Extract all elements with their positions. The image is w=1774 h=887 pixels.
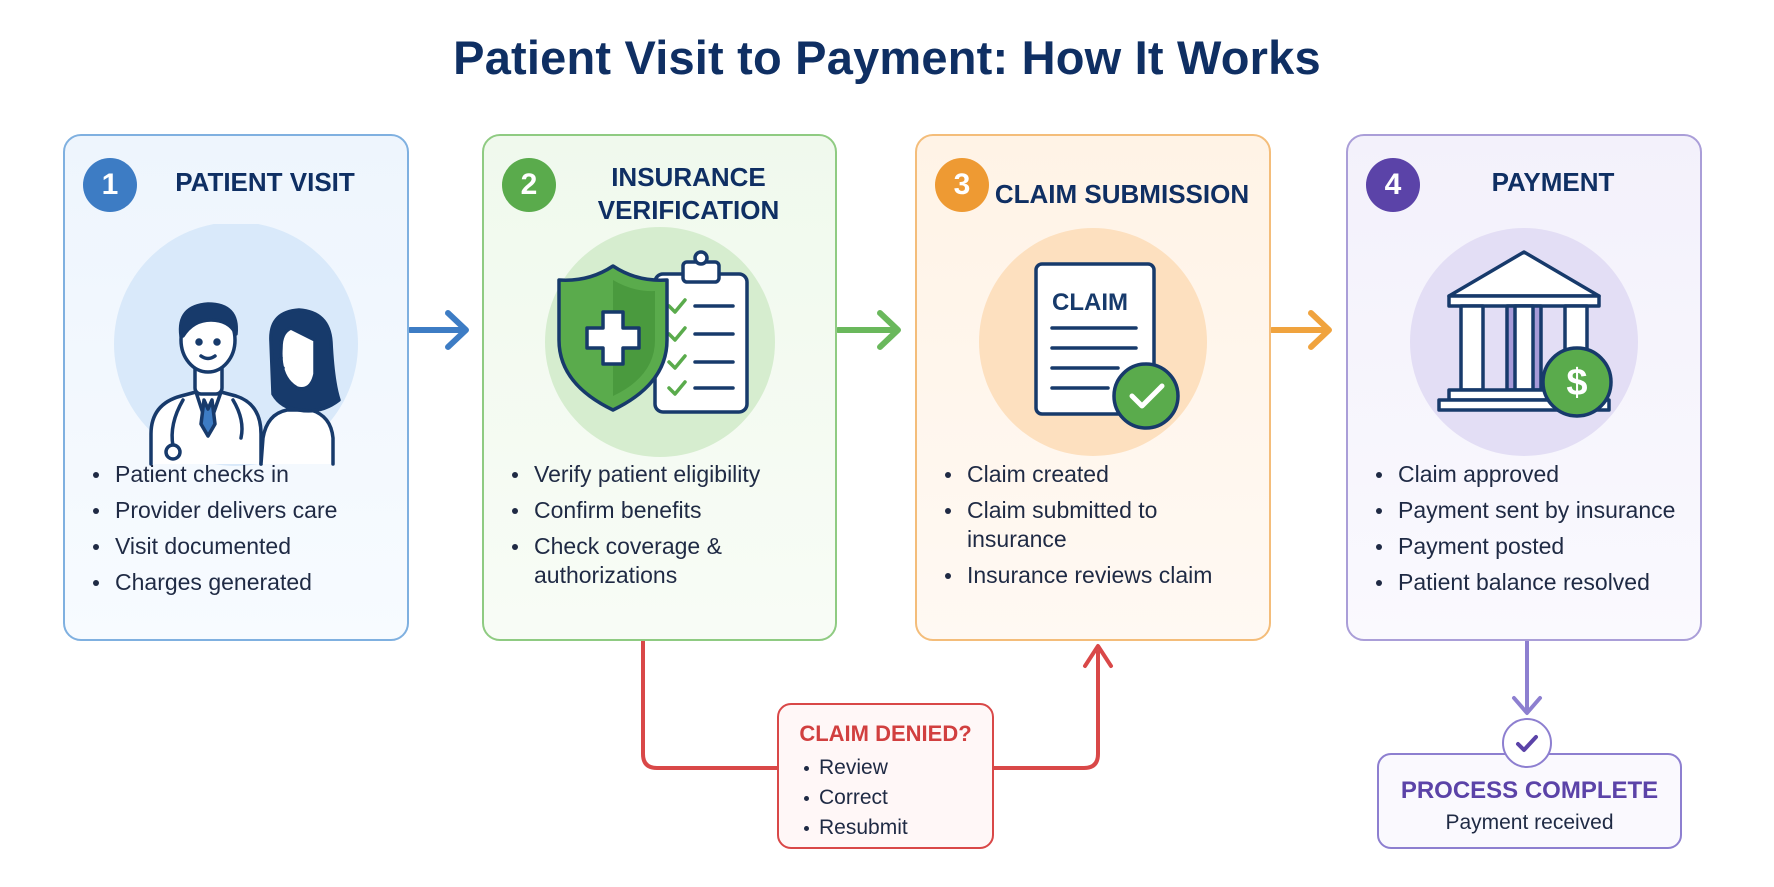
step-title: PATIENT VISIT (175, 166, 355, 197)
list-item: Provider delivers care (87, 496, 399, 525)
bank-dollar-icon: $ (1399, 224, 1649, 474)
list-item: Payment sent by insurance (1370, 496, 1692, 525)
step-number-badge: 1 (83, 158, 137, 212)
list-item: Insurance reviews claim (939, 561, 1261, 590)
process-complete-title: PROCESS COMPLETE (1400, 777, 1659, 804)
claim-document-label: CLAIM (1052, 289, 1128, 316)
svg-text:$: $ (1566, 362, 1587, 404)
page-title: Patient Visit to Payment: How It Works (453, 31, 1321, 84)
step-bullet-list: Claim created Claim submitted to insuran… (939, 460, 1261, 597)
claim-denied-title: CLAIM DENIED? (799, 721, 972, 746)
step-card-insurance-verification: 2 INSURANCE VERIFICATION (482, 134, 837, 641)
list-item: Patient balance resolved (1370, 568, 1692, 597)
step-bullet-list: Patient checks in Provider delivers care… (87, 460, 399, 604)
step-number-badge: 3 (935, 158, 989, 212)
list-item: Visit documented (87, 532, 399, 561)
list-item: Resubmit (801, 813, 908, 843)
step-number-badge: 4 (1366, 158, 1420, 212)
list-item: Charges generated (87, 568, 399, 597)
list-item: Review (801, 753, 908, 783)
claim-denied-list: Review Correct Resubmit (801, 753, 908, 843)
list-item: Payment posted (1370, 532, 1692, 561)
list-item: Claim created (939, 460, 1261, 489)
list-item: Confirm benefits (506, 496, 827, 525)
process-complete-subtitle: Payment received (1445, 811, 1614, 834)
list-item: Correct (801, 783, 908, 813)
claim-document-icon: CLAIM (968, 224, 1218, 474)
list-item: Claim approved (1370, 460, 1692, 489)
step-bullet-list: Claim approved Payment sent by insurance… (1370, 460, 1692, 604)
list-item: Verify patient eligibility (506, 460, 827, 489)
list-item: Patient checks in (87, 460, 399, 489)
step-card-claim-submission: 3 CLAIM SUBMISSION CLAIM Claim created C… (915, 134, 1271, 641)
arrow-step4-to-complete (1512, 639, 1542, 715)
step-title: PAYMENT (1491, 166, 1615, 197)
step-card-patient-visit: 1 PATIENT VISIT (63, 134, 409, 641)
arrow-step2-to-step3 (835, 310, 901, 350)
shield-checklist-icon (535, 224, 785, 474)
step-number-badge: 2 (502, 158, 556, 212)
step-card-payment: 4 PAYMENT $ Claim approved Payment sent … (1346, 134, 1702, 641)
claim-denied-box: CLAIM DENIED? Review Correct Resubmit (777, 703, 994, 849)
checkmark-icon (1502, 718, 1552, 768)
arrow-step1-to-step2 (407, 310, 469, 350)
list-item: Check coverage & authorizations (506, 532, 827, 590)
arrow-step3-to-step4 (1269, 310, 1332, 350)
step-title: INSURANCE VERIFICATION (597, 162, 780, 225)
step-title: CLAIM SUBMISSION (994, 178, 1250, 209)
doctor-patient-icon (111, 224, 361, 474)
step-bullet-list: Verify patient eligibility Confirm benef… (506, 460, 827, 597)
list-item: Claim submitted to insurance (939, 496, 1261, 554)
